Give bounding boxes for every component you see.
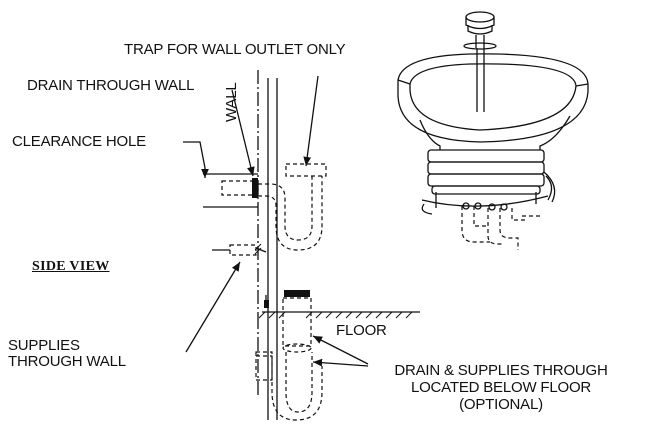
leader-floor-drain-1	[312, 335, 369, 365]
wall-marker	[254, 243, 262, 255]
leader-floor-drain-2	[312, 358, 369, 367]
supplies-label-line2: THROUGH WALL	[8, 353, 126, 370]
drain-through-wall-label: DRAIN THROUGH WALL	[27, 77, 195, 94]
floor-line	[258, 311, 420, 319]
drain-floor-label-line2: LOCATED BELOW FLOOR	[410, 379, 592, 396]
supplies-label-line1: SUPPLIES	[8, 337, 80, 354]
clearance-hole-label: CLEARANCE HOLE	[12, 133, 146, 150]
leader-supplies	[185, 261, 241, 353]
drain-floor-label-line3: (OPTIONAL)	[459, 396, 543, 413]
side-view-label: SIDE VIEW	[32, 259, 110, 274]
fixture-illustration	[397, 11, 589, 250]
wall-supplies	[212, 244, 267, 256]
leader-trap	[303, 75, 319, 167]
trap-label: TRAP FOR WALL OUTLET ONLY	[124, 41, 346, 58]
wall-label: WALL	[223, 82, 240, 123]
floor-label: FLOOR	[336, 322, 387, 339]
leader-drain-wall	[231, 89, 255, 177]
wall-drain-pipe	[221, 163, 327, 251]
drain-floor-label-line1: DRAIN & SUPPLIES THROUGH	[394, 362, 608, 379]
floor-drain	[255, 290, 323, 421]
